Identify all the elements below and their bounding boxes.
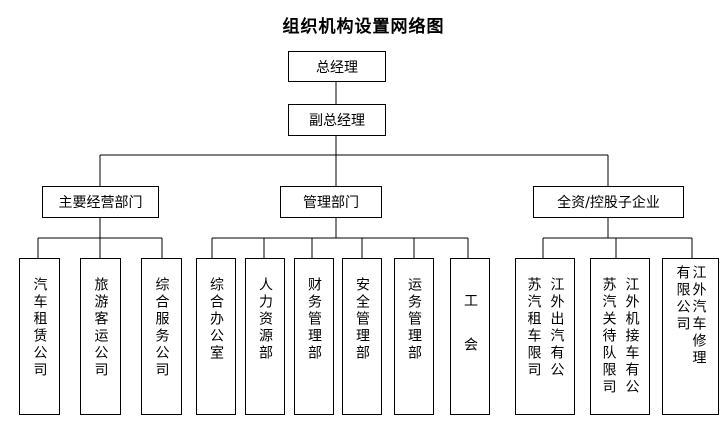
unit-airport-shuttle-company-col1: 江外机接车有公 [623, 277, 640, 396]
unit-finance-text: 财务管理部 [306, 277, 322, 362]
deputy-general-manager-box: 副总经理 [288, 104, 386, 136]
holding-companies-label: 全资/控股子企业 [557, 195, 660, 211]
unit-human-resources: 人力资源部 [245, 258, 285, 415]
holding-companies-box: 全资/控股子企业 [533, 186, 684, 218]
unit-general-office-text: 综合办公室 [208, 277, 224, 362]
unit-airport-shuttle-company-col2: 苏汽关待队限司 [600, 277, 617, 396]
unit-transport-ops: 运务管理部 [394, 258, 434, 415]
unit-car-rental: 汽车租赁公司 [19, 258, 60, 415]
page-title: 组织机构设置网络图 [282, 17, 445, 37]
management-departments-box: 管理部门 [280, 186, 382, 218]
unit-car-rental-text: 汽车租赁公司 [31, 277, 48, 379]
general-manager-label: 总经理 [316, 59, 358, 76]
unit-safety-text: 安全管理部 [354, 277, 370, 362]
unit-taxi-rental-company-col1: 江外出汽有公 [548, 277, 565, 379]
unit-auto-repair-company-text: 江外汽车修理有限公司 [674, 265, 707, 367]
deputy-general-manager-label: 副总经理 [309, 113, 365, 129]
unit-general-services-text: 综合服务公司 [153, 277, 170, 379]
unit-safety: 安全管理部 [342, 258, 382, 415]
general-manager-box: 总经理 [288, 51, 386, 82]
unit-tour-bus: 旅游客运公司 [80, 258, 121, 415]
business-departments-box: 主要经营部门 [42, 186, 159, 218]
unit-general-services: 综合服务公司 [141, 258, 182, 415]
unit-taxi-rental-company: 江外出汽有公 苏汽租车限司 [515, 258, 575, 415]
business-departments-label: 主要经营部门 [58, 195, 143, 211]
unit-tour-bus-text: 旅游客运公司 [92, 277, 109, 379]
unit-labor-union: 工会 [450, 258, 490, 415]
unit-airport-shuttle-company: 江外机接车有公 苏汽关待队限司 [590, 258, 650, 415]
unit-labor-union-text: 工会 [462, 292, 478, 381]
unit-finance: 财务管理部 [294, 258, 334, 415]
unit-general-office: 综合办公室 [196, 258, 236, 415]
unit-transport-ops-text: 运务管理部 [406, 277, 422, 362]
management-departments-label: 管理部门 [303, 195, 359, 211]
unit-taxi-rental-company-col2: 苏汽租车限司 [525, 277, 542, 379]
unit-human-resources-text: 人力资源部 [257, 277, 273, 362]
unit-auto-repair-company: 江外汽车修理有限公司 [662, 258, 719, 415]
